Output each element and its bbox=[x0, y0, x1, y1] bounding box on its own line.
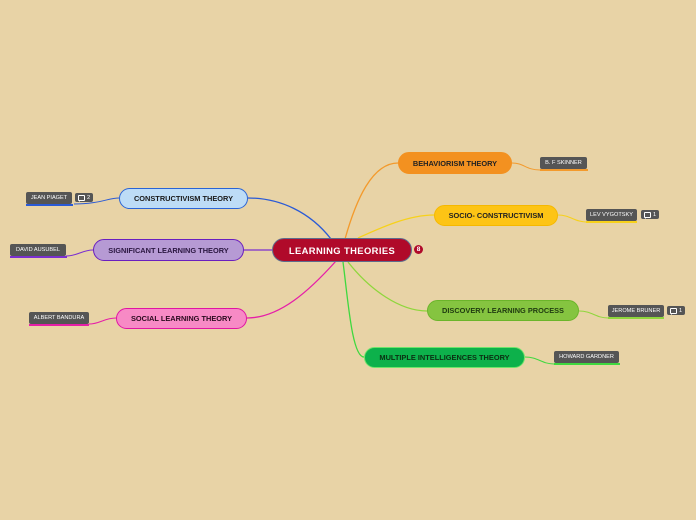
subtopic-social-learning[interactable]: ALBERT BANDURA bbox=[29, 312, 89, 324]
subtopic-discovery-underline bbox=[608, 317, 664, 319]
subtopic-behaviorism-underline bbox=[540, 169, 588, 171]
comment-icon bbox=[644, 211, 651, 219]
collapse-toggle-icon[interactable]: 8 bbox=[414, 245, 423, 254]
topic-multiple-intelligences[interactable]: MULTIPLE INTELLIGENCES THEORY bbox=[364, 347, 525, 368]
connector-significant-leaf bbox=[65, 249, 94, 257]
subtopic-socio-constructivism[interactable]: LEV VYGOTSKY bbox=[586, 209, 637, 221]
subtopic-social-underline bbox=[29, 324, 89, 326]
connector-constructivism bbox=[247, 197, 332, 240]
subtopic-socio-underline bbox=[586, 221, 637, 223]
central-topic[interactable]: LEARNING THEORIES bbox=[272, 238, 412, 262]
connector-multiple bbox=[342, 261, 365, 358]
connector-multiple-leaf bbox=[524, 356, 555, 365]
connector-behaviorism bbox=[344, 162, 399, 240]
subtopic-discovery-learning[interactable]: JEROME BRUNER bbox=[608, 305, 664, 317]
connector-discovery bbox=[347, 261, 428, 312]
subtopic-behaviorism[interactable]: B. F SKINNER bbox=[540, 157, 587, 169]
connector-social bbox=[246, 260, 337, 319]
comment-icon bbox=[670, 307, 677, 315]
connector-behaviorism-leaf bbox=[511, 162, 541, 171]
topic-social-learning[interactable]: SOCIAL LEARNING THEORY bbox=[116, 308, 247, 329]
connector-socio bbox=[357, 214, 435, 239]
connector-constructivism-leaf bbox=[73, 197, 120, 205]
topic-socio-constructivism[interactable]: SOCIO- CONSTRUCTIVISM bbox=[434, 205, 558, 226]
comment-count-socio: 1 bbox=[653, 211, 657, 218]
topic-behaviorism[interactable]: BEHAVIORISM THEORY bbox=[398, 152, 512, 174]
connector-social-leaf bbox=[88, 317, 117, 325]
comment-badge-discovery[interactable]: 1 bbox=[667, 306, 686, 315]
topic-significant-learning[interactable]: SIGNIFICANT LEARNING THEORY bbox=[93, 239, 244, 261]
comment-count-constructivism: 2 bbox=[87, 194, 91, 201]
comment-count-discovery: 1 bbox=[679, 307, 683, 314]
comment-badge-socio[interactable]: 1 bbox=[641, 210, 660, 219]
connector-socio-leaf bbox=[557, 214, 587, 223]
subtopic-significant-learning[interactable]: DAVID AUSUBEL bbox=[10, 244, 66, 256]
connector-discovery-leaf bbox=[578, 310, 609, 319]
subtopic-multiple-underline bbox=[554, 363, 620, 365]
subtopic-constructivism[interactable]: JEAN PIAGET bbox=[26, 192, 72, 204]
comment-icon bbox=[78, 194, 85, 202]
subtopic-significant-underline bbox=[10, 256, 67, 258]
topic-constructivism[interactable]: CONSTRUCTIVISM THEORY bbox=[119, 188, 248, 209]
subtopic-multiple-intelligences[interactable]: HOWARD GARDNER bbox=[554, 351, 619, 363]
comment-badge-constructivism[interactable]: 2 bbox=[75, 193, 94, 202]
topic-discovery-learning[interactable]: DISCOVERY LEARNING PROCESS bbox=[427, 300, 579, 321]
subtopic-constructivism-underline bbox=[26, 204, 73, 206]
